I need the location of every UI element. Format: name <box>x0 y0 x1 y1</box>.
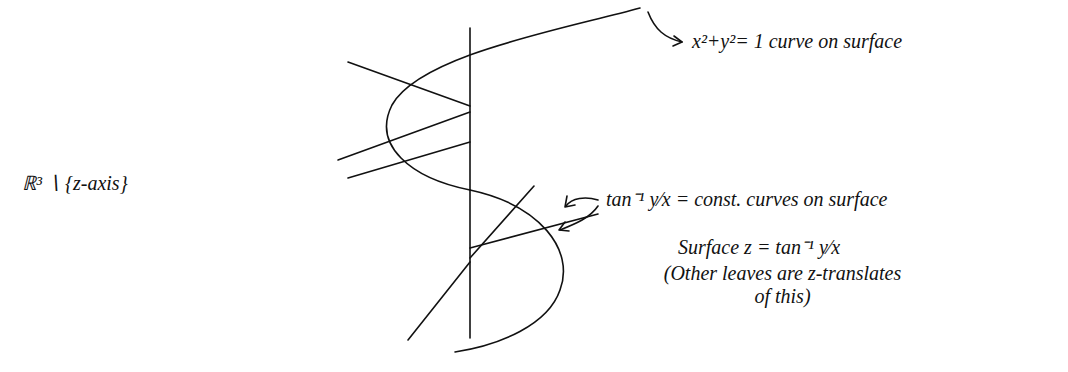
ruling-line <box>408 262 470 340</box>
space-label: ℝ³ ∖ {z-axis} <box>22 172 128 195</box>
z-axis <box>469 28 471 338</box>
ruling-line <box>470 214 598 248</box>
arrowhead <box>565 196 575 207</box>
surface-note: (Other leaves are z-translates of this) <box>660 262 905 308</box>
arrowhead <box>559 222 569 231</box>
arrowhead <box>673 36 682 46</box>
leader-line <box>560 206 598 230</box>
helix-curve <box>387 8 640 190</box>
ruling-line <box>470 186 534 258</box>
curve-note: x²+y²= 1 curve on surface <box>692 30 902 53</box>
ruling-line <box>338 112 470 160</box>
ruling-line <box>348 62 470 106</box>
surface-note: Surface z = tan⁻¹ y⁄x <box>678 236 840 259</box>
ruling-line <box>348 142 470 178</box>
curve-note: tan⁻¹ y⁄x = const. curves on surface <box>606 188 887 211</box>
leader-line <box>566 198 598 206</box>
